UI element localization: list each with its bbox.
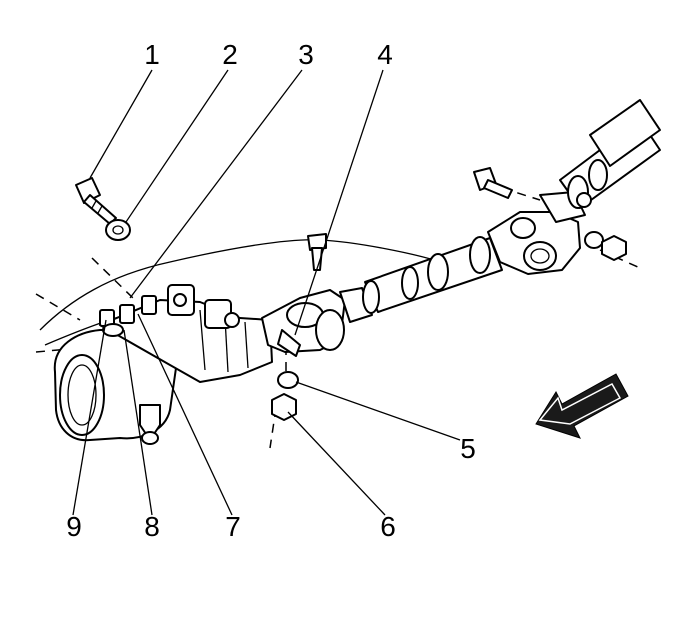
intermediate-shaft <box>362 236 503 314</box>
fasteners <box>75 167 627 421</box>
pinch-bolt-lower-joint <box>307 233 327 271</box>
steering-column-shaft <box>559 99 661 209</box>
forward-direction-arrow-icon <box>535 373 629 439</box>
callout-4: 4 <box>377 39 393 70</box>
callout-9: 9 <box>66 511 82 542</box>
nut-upper-joint <box>601 235 627 261</box>
callout-2: 2 <box>222 39 238 70</box>
steering-gear <box>53 284 273 445</box>
callout-3: 3 <box>298 39 314 70</box>
lower-universal-joint <box>261 287 373 357</box>
washer-upper-left <box>105 219 131 241</box>
callout-1: 1 <box>144 39 160 70</box>
callout-numbers: 1 2 3 4 5 6 7 8 9 <box>66 39 476 542</box>
washer-upper-joint <box>584 231 604 249</box>
leader-lines <box>72 69 461 516</box>
callout-5: 5 <box>460 433 476 464</box>
callout-7: 7 <box>225 511 241 542</box>
pinch-bolt-upper-joint <box>473 167 513 199</box>
washer-lower-joint <box>277 371 299 389</box>
callout-8: 8 <box>144 511 160 542</box>
pinch-bolt-upper-left <box>75 177 117 225</box>
callout-6: 6 <box>380 511 396 542</box>
